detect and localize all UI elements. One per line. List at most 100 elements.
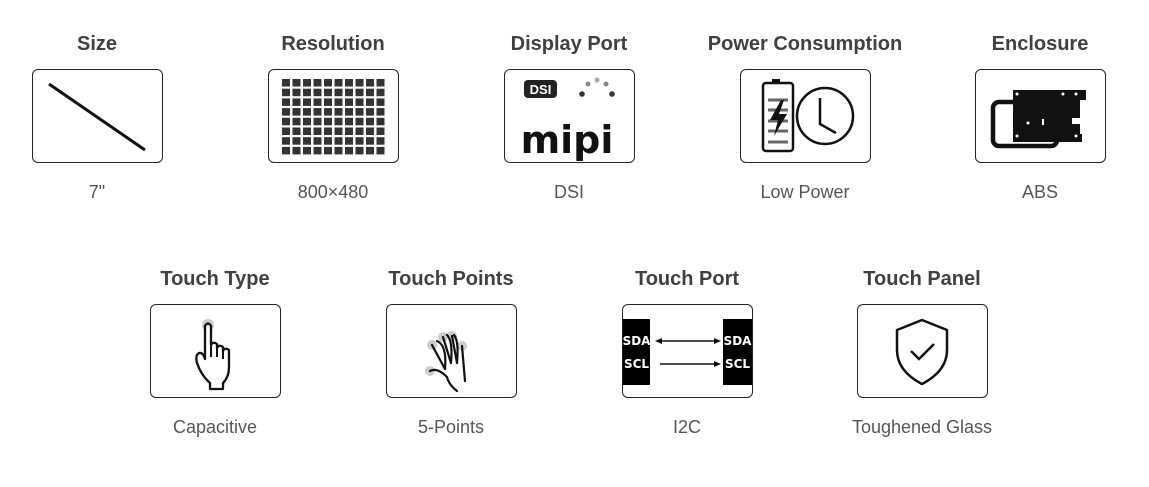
spec-title: Size	[76, 33, 118, 55]
pixel-cell	[344, 146, 353, 155]
pixel-cell	[334, 146, 342, 155]
pixel-cell	[355, 127, 363, 135]
spec-title: Resolution	[281, 33, 385, 55]
pixel-cell	[323, 88, 332, 97]
pixel-cell	[323, 117, 332, 126]
pixel-cell	[376, 117, 384, 126]
pixel-cell	[292, 88, 300, 97]
pixel-cell	[376, 98, 384, 106]
pixel-cell	[355, 146, 363, 155]
spec-title: Touch Port	[634, 268, 740, 290]
pixel-cell	[281, 146, 290, 155]
pixel-cell	[376, 108, 384, 116]
mipi-dsi-logo: DSI mipi	[503, 69, 635, 163]
pixel-cell	[302, 127, 311, 135]
spec-touch-type: Touch Type Capacitive	[100, 266, 330, 438]
pixel-cell	[334, 79, 342, 87]
pixel-cell	[281, 79, 290, 87]
pixel-cell	[302, 108, 311, 116]
spec-size: Size 7"	[0, 31, 212, 203]
pixel-cell	[302, 88, 311, 97]
pixel-cell	[292, 146, 300, 155]
scl-left-label: SCL	[623, 357, 648, 371]
pixel-cell	[334, 137, 342, 145]
spec-value: Low Power	[760, 182, 850, 202]
pixel-cell	[292, 108, 300, 116]
mipi-logo-text: mipi	[520, 118, 613, 162]
pixel-cell	[376, 79, 384, 87]
pixel-cell	[365, 146, 374, 155]
pixel-cell	[281, 127, 290, 135]
spec-value: 5-Points	[417, 417, 485, 437]
pixel-cell	[313, 88, 321, 97]
pixel-cell	[302, 98, 311, 106]
pixel-cell	[365, 108, 374, 116]
pixel-cell	[281, 117, 290, 126]
pixel-cell	[292, 98, 300, 106]
pixel-cell	[313, 117, 321, 126]
pixel-cell	[302, 79, 311, 87]
pixel-cell	[313, 137, 321, 145]
pixel-cell	[355, 108, 363, 116]
pixel-cell	[323, 146, 332, 155]
pixel-cell	[355, 117, 363, 126]
pixel-cell	[313, 79, 321, 87]
pixel-cell	[376, 137, 384, 145]
shield-check-icon	[856, 304, 988, 398]
pixel-cell	[292, 79, 300, 87]
pixel-cell	[313, 108, 321, 116]
pixel-cell	[334, 117, 342, 126]
pixel-cell	[334, 98, 342, 106]
pixel-cell	[313, 127, 321, 135]
pixel-cell	[344, 137, 353, 145]
pixel-cell	[365, 88, 374, 97]
pixel-cell	[365, 137, 374, 145]
pixel-cell	[281, 137, 290, 145]
spec-title: Touch Panel	[863, 268, 981, 290]
spec-value: Toughened Glass	[851, 417, 993, 437]
pixel-cell	[365, 98, 374, 106]
hand-five-touch-icon	[385, 304, 517, 398]
pixel-cell	[292, 117, 300, 126]
pixel-cell	[323, 137, 332, 145]
pixel-cell	[365, 79, 374, 87]
spec-enclosure: Enclosure ABS	[925, 31, 1149, 203]
pixel-cell	[365, 127, 374, 135]
pixel-cell	[344, 117, 353, 126]
pixel-cell	[344, 88, 353, 97]
pixel-cell	[355, 137, 363, 145]
pixel-cell	[302, 137, 311, 145]
sda-right-label: SDA	[723, 334, 751, 348]
pixel-cell	[323, 108, 332, 116]
pixel-cell	[355, 98, 363, 106]
pixel-cell	[281, 88, 290, 97]
pixel-cell	[334, 127, 342, 135]
sda-left-label: SDA	[623, 334, 651, 348]
pixel-cell	[376, 146, 384, 155]
pixel-cell	[323, 127, 332, 135]
pixel-cell	[334, 88, 342, 97]
pixel-cell	[281, 98, 290, 106]
pixel-cell	[302, 117, 311, 126]
spec-value: I2C	[672, 417, 701, 437]
spec-value: 7"	[88, 182, 106, 202]
spec-title: Touch Points	[388, 268, 514, 290]
spec-power: Power Consumption Low Power	[690, 31, 920, 203]
pixel-cell	[323, 79, 332, 87]
pixel-cell	[355, 79, 363, 87]
i2c-bus-icon: SDA SCL SDA SCL	[621, 304, 753, 398]
enclosure-board-icon	[974, 69, 1106, 163]
spec-title: Power Consumption	[707, 33, 903, 55]
spec-value: DSI	[553, 182, 584, 202]
scl-right-label: SCL	[724, 357, 749, 371]
pixel-cell	[376, 88, 384, 97]
pixel-cell	[376, 127, 384, 135]
spec-value: 800×480	[297, 182, 369, 202]
spec-resolution: Resolution 800×480	[218, 31, 448, 203]
pixel-cell	[323, 98, 332, 106]
pixel-cell	[344, 127, 353, 135]
spec-title: Enclosure	[991, 33, 1089, 55]
pixel-cell	[302, 146, 311, 155]
spec-touch-panel: Touch Panel Toughened Glass	[807, 266, 1037, 438]
pixel-cell	[313, 146, 321, 155]
